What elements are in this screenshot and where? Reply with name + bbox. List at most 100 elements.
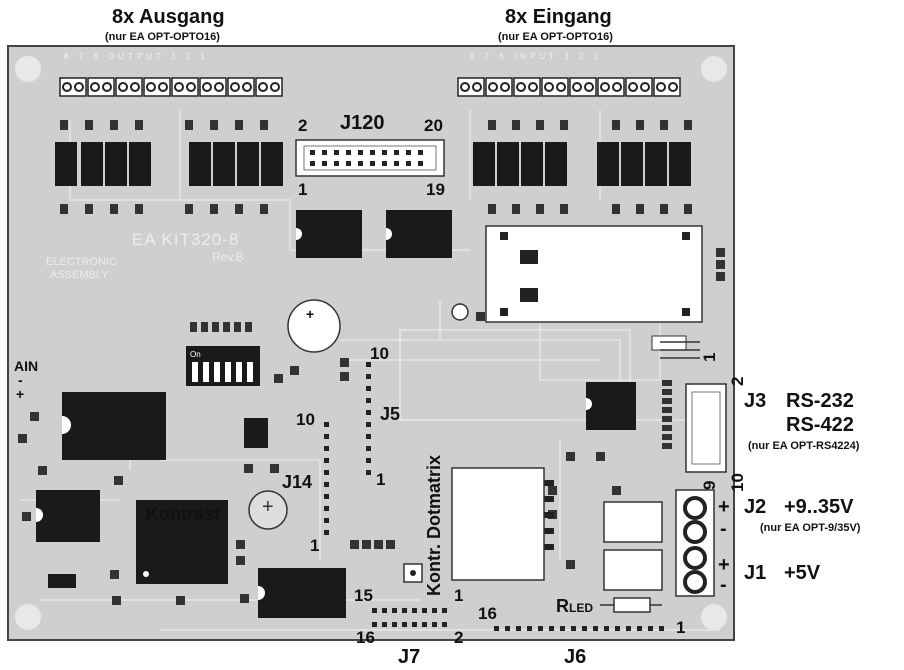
smd-resistor [662,380,672,386]
smd-component [362,540,371,549]
j7-pin-15: 15 [354,586,373,605]
j120-pin-19: 19 [426,180,445,199]
input-note: (nur EA OPT-OPTO16) [498,31,613,43]
smd-resistor [223,322,230,332]
input-strip-label: 8 7 6 INPUT 3 2 1 [470,52,602,61]
header-pin [346,150,351,155]
smd-resistor [636,120,644,130]
terminal-screw [270,82,280,92]
j3-note: (nur EA OPT-RS4224) [748,440,860,452]
smd-resistor [185,120,193,130]
smd-components [18,120,725,605]
j7-pin [432,608,437,613]
j2-voltage: +9..35V [784,496,854,518]
j3-rs232: RS-232 [786,390,854,412]
smd-resistor [260,204,268,214]
smd-resistor [662,443,672,449]
smd-resistor [235,120,243,130]
smd-resistor [660,204,668,214]
ain-minus: - [18,372,23,388]
j14-pin [324,422,329,427]
header-pin [406,150,411,155]
dip-switch-levers [192,362,253,382]
header-pin [334,150,339,155]
rled-r: R [556,596,569,616]
header-pin [418,150,423,155]
j6-pin [615,626,620,631]
j5-pin-10: 10 [370,344,389,363]
crystal [48,574,76,588]
j7-pin [422,622,427,627]
j2-minus: - [720,518,727,540]
j7-pin [442,608,447,613]
converter-module [485,225,703,323]
terminal-screw [628,82,638,92]
terminal-screw [130,82,140,92]
smd-resistor [662,407,672,413]
j1-plus: + [718,554,730,576]
ic-chip [244,418,268,448]
j7-pin [402,622,407,627]
terminal-screw [214,82,224,92]
smd-resistor [190,322,197,332]
ain-label: AIN [14,358,39,374]
terminal-screw [146,82,156,92]
j1-label: J1 [744,562,767,584]
j7-pin [382,622,387,627]
ic-chip [258,568,346,618]
smd-resistor [60,204,68,214]
board-name: EA KIT320-8 [132,230,240,249]
smd-component [612,486,621,495]
smd-resistor [110,120,118,130]
smd-resistor [684,204,692,214]
smd-resistor [636,204,644,214]
header-pin [310,150,315,155]
j7-pin-2: 2 [454,628,464,647]
j14-pin [324,518,329,523]
capacitor-plus: + [306,306,315,322]
input-optocouplers-right [597,142,691,186]
j6-pin [538,626,543,631]
header-pin [382,150,387,155]
j14-pin [324,446,329,451]
smd-resistor [60,120,68,130]
terminal-screw [500,82,510,92]
kontrast-potentiometer [248,490,288,530]
smd-component [566,560,575,569]
smd-component [270,464,279,473]
terminal-screw [572,82,582,92]
j5-label: J5 [380,404,401,424]
header-pin [394,150,399,155]
smd-component [22,512,31,521]
smd-resistor [260,120,268,130]
j2-plus: + [718,496,730,518]
smd-component [350,540,359,549]
power-terminal-screws [683,496,707,594]
header-pin [418,161,423,166]
j14-pin-1: 1 [310,536,320,555]
terminal-screw [202,82,212,92]
smd-component [340,358,349,367]
dotmatrix-pin [544,544,554,550]
smd-resistor [210,120,218,130]
smd-component [38,466,47,475]
smd-resistor [245,322,252,332]
j7-pin [392,608,397,613]
j6-pin [593,626,598,631]
smd-resistor [612,120,620,130]
smd-component [476,312,485,321]
smd-component [244,464,253,473]
smd-resistor [135,204,143,214]
j5-pin [366,386,371,391]
header-pin [322,161,327,166]
terminal-screw [656,82,666,92]
terminal-screw [488,82,498,92]
j6-pin [659,626,664,631]
j6-pin [560,626,565,631]
pot-plus: + [262,496,274,518]
ic-chip [586,382,636,430]
smd-component [274,374,283,383]
smd-resistor [684,120,692,130]
smd-component [112,596,121,605]
